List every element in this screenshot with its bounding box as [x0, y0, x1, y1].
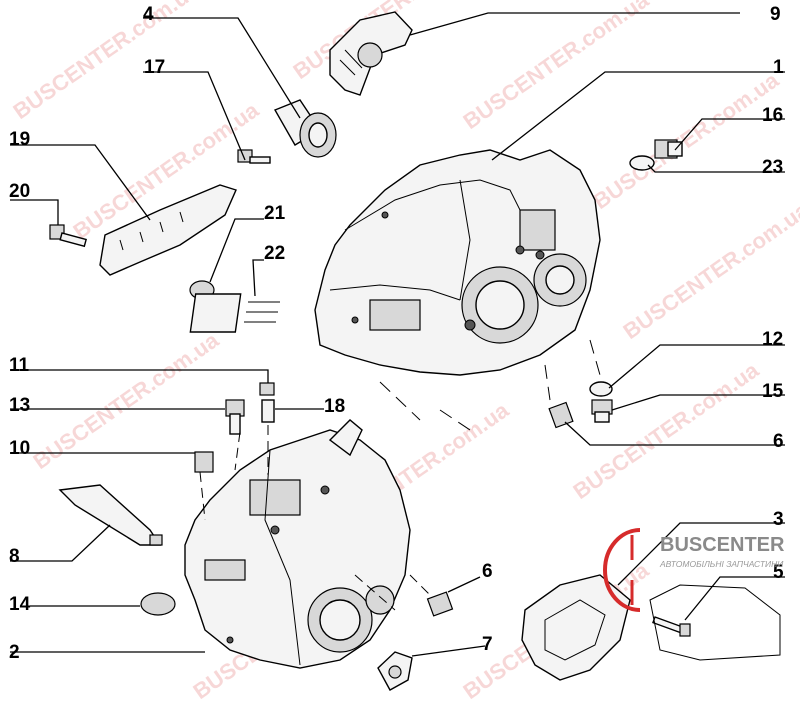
callout-11: 11 [9, 355, 30, 376]
logo-arc-icon [603, 528, 641, 612]
part-5-bolt [652, 616, 691, 637]
part-13-sensor [225, 399, 245, 435]
callout-2: 2 [9, 642, 20, 663]
svg-text:BUSCENTER.com.ua: BUSCENTER.com.ua [619, 197, 800, 344]
callout-7: 7 [482, 634, 493, 655]
part-17-bolt [237, 149, 271, 164]
callout-6-lower: 6 [482, 561, 493, 582]
part-8-bar [58, 484, 163, 546]
callout-5: 5 [773, 562, 784, 583]
callout-6-upper: 6 [773, 431, 784, 452]
part-16-plug [654, 139, 683, 159]
leader-lines [10, 12, 785, 657]
callout-1: 1 [773, 57, 784, 78]
callout-13: 13 [9, 395, 30, 416]
assembly-guide-lines [199, 339, 601, 611]
part-10-bushing [194, 451, 214, 473]
buscenter-logo: BUSCENTER АВТОМОБІЛЬНІ ЗАПЧАСТИНИ [603, 528, 785, 661]
gearbox-housing-upper [314, 149, 601, 376]
part-12-ring [589, 381, 613, 397]
part-18-switch [261, 399, 275, 423]
callout-10: 10 [9, 438, 30, 459]
part-3-side-cover [521, 574, 631, 681]
callout-20: 20 [9, 181, 30, 202]
part-14-disc [140, 592, 176, 616]
part-7-gasket [377, 651, 413, 691]
callout-14: 14 [9, 594, 31, 615]
callout-3: 3 [773, 509, 784, 530]
callout-23: 23 [762, 157, 783, 178]
callout-8: 8 [9, 546, 20, 567]
callout-4: 4 [143, 4, 154, 25]
part-15-plug [591, 399, 613, 423]
part-20-bolt [49, 224, 88, 248]
part-23-ring [629, 155, 655, 171]
part-11-sensor [259, 382, 275, 396]
logo-tagline: АВТОМОБІЛЬНІ ЗАПЧАСТИНИ [659, 559, 784, 569]
part-4-guide-sleeve [273, 99, 337, 158]
callout-12: 12 [762, 329, 783, 350]
callout-22: 22 [264, 243, 285, 264]
callout-18: 18 [324, 396, 345, 417]
callout-17: 17 [144, 57, 165, 78]
logo-name: BUSCENTER [660, 534, 785, 556]
callout-16: 16 [762, 105, 783, 126]
part-19-shield-plate [99, 184, 237, 276]
gearbox-housing-lower [184, 419, 411, 669]
callout-19: 19 [9, 129, 30, 150]
svg-text:BUSCENTER.com.ua: BUSCENTER.com.ua [569, 357, 764, 504]
callout-9: 9 [770, 4, 781, 25]
part-9-shield [329, 11, 413, 96]
svg-text:BUSCENTER.com.ua: BUSCENTER.com.ua [459, 0, 654, 134]
svg-text:BUSCENTER.com.ua: BUSCENTER.com.ua [589, 67, 784, 214]
callout-21: 21 [264, 203, 286, 224]
callout-labels: 4 9 17 1 16 19 23 20 21 22 12 11 15 13 1… [9, 4, 784, 663]
part-22-filter [189, 293, 280, 333]
part-6-dowel-lower [426, 591, 454, 617]
callout-15: 15 [762, 381, 784, 402]
part-6-dowel-upper [548, 401, 574, 429]
